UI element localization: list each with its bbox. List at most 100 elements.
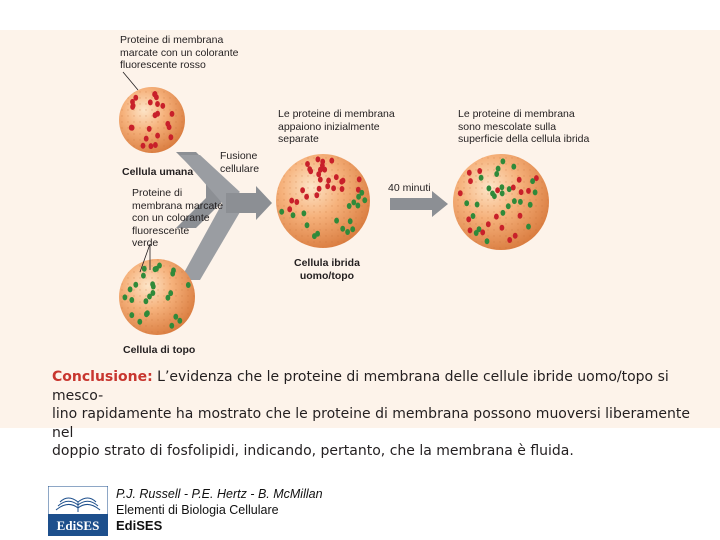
membrane-protein (495, 165, 501, 172)
membrane-protein (316, 185, 322, 192)
conclusion-body: L’evidenza che le proteine di membrana d… (52, 369, 691, 459)
membrane-protein (476, 226, 482, 233)
membrane-protein (143, 298, 149, 305)
membrane-protein (499, 224, 505, 231)
membrane-protein (355, 186, 361, 193)
membrane-protein (474, 201, 480, 208)
membrane-protein (147, 293, 152, 300)
label-cell-fusion: Fusione cellulare (220, 150, 260, 175)
membrane-protein (494, 213, 499, 220)
fusion-arrow-head (226, 186, 272, 220)
membrane-protein (468, 178, 473, 185)
membrane-protein (304, 222, 310, 229)
membrane-protein (517, 212, 523, 219)
membrane-protein (315, 230, 320, 237)
membrane-protein (279, 208, 285, 215)
membrane-protein (150, 290, 156, 296)
pointer-line-red (122, 71, 139, 91)
fusion-arrow-top-arm (180, 155, 240, 205)
label-hybrid-cell: Cellula ibrida uomo/topo (294, 257, 360, 282)
membrane-protein (141, 265, 147, 272)
membrane-protein (130, 102, 136, 109)
membrane-protein (530, 178, 535, 185)
membrane-protein (165, 294, 171, 301)
membrane-protein (527, 201, 533, 208)
label-human-cell: Cellula umana (122, 166, 194, 178)
membrane-protein (355, 202, 361, 209)
cell-fusion-diagram (119, 71, 549, 335)
membrane-protein (334, 217, 339, 224)
membrane-protein (137, 318, 143, 325)
membrane-protein (467, 227, 473, 234)
membrane-protein (141, 272, 146, 279)
label-mouse-cell: Cellula di topo (123, 344, 196, 356)
membrane-protein (155, 132, 161, 139)
label-red-proteins: Proteine di membrana marcate con un colo… (120, 34, 239, 71)
membrane-protein (480, 229, 486, 236)
membrane-protein (339, 186, 345, 192)
membrane-protein (512, 232, 518, 239)
membrane-protein (347, 218, 353, 225)
membrane-protein (169, 110, 175, 117)
membrane-protein (133, 94, 139, 101)
membrane-protein (477, 168, 483, 174)
membrane-protein (177, 317, 183, 324)
membrane-protein (494, 171, 500, 177)
membrane-protein (155, 110, 161, 117)
membrane-protein (505, 203, 511, 210)
membrane-protein (499, 190, 505, 197)
membrane-protein (168, 290, 174, 297)
membrane-protein (466, 169, 472, 176)
membrane-protein (129, 297, 135, 303)
membrane-protein (516, 176, 522, 183)
membrane-protein (457, 190, 463, 197)
hybrid-cell-separate (276, 154, 370, 248)
membrane-protein (160, 102, 166, 109)
membrane-protein (331, 185, 336, 192)
membrane-protein (500, 209, 506, 216)
membrane-protein (317, 176, 323, 183)
membrane-protein (495, 187, 500, 194)
conclusion-heading: Conclusione: (52, 369, 153, 385)
membrane-protein (171, 267, 176, 274)
membrane-protein (511, 163, 517, 170)
membrane-protein (169, 322, 175, 329)
membrane-protein (127, 286, 133, 293)
logo-text: EdiSES (57, 518, 100, 533)
membrane-protein (325, 183, 331, 190)
membrane-protein (294, 199, 300, 205)
label-initially-separate: Le proteine di membrana appaiono inizial… (278, 108, 395, 145)
membrane-protein (464, 200, 470, 207)
membrane-protein (168, 134, 174, 141)
membrane-protein (147, 99, 153, 106)
label-time: 40 minuti (388, 182, 431, 194)
membrane-protein (518, 189, 524, 196)
membrane-protein (146, 125, 152, 132)
membrane-protein (500, 158, 506, 165)
membrane-protein (356, 176, 362, 183)
membrane-protein (534, 175, 539, 182)
membrane-protein (315, 156, 321, 163)
membrane-protein (359, 189, 365, 196)
membrane-protein (350, 226, 356, 233)
membrane-protein (129, 312, 135, 319)
membrane-protein (322, 166, 328, 173)
book-icon (55, 497, 101, 512)
membrane-protein (518, 198, 523, 205)
membrane-protein (526, 223, 531, 230)
membrane-protein (329, 157, 335, 164)
membrane-protein (512, 198, 517, 205)
membrane-protein (510, 184, 516, 191)
membrane-protein (143, 135, 149, 142)
membrane-protein (362, 197, 368, 204)
membrane-protein (153, 142, 158, 148)
membrane-protein (320, 158, 326, 165)
membrane-protein (485, 221, 491, 228)
membrane-protein (473, 230, 479, 236)
membrane-protein (484, 238, 490, 245)
membrane-protein (308, 168, 314, 175)
membrane-protein (133, 281, 139, 288)
membrane-protein (173, 313, 179, 320)
membrane-protein (185, 282, 191, 288)
pointer-line-green-2 (139, 243, 151, 273)
